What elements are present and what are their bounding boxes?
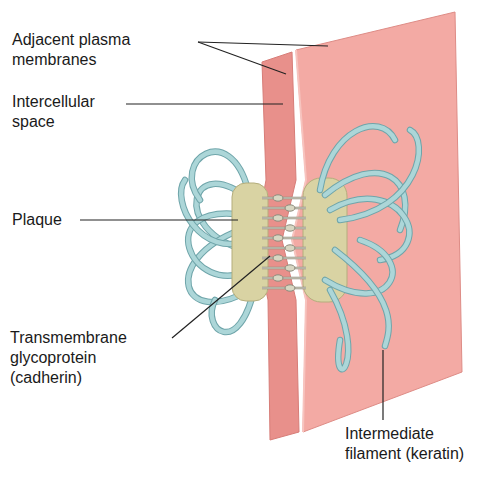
cadherin-knob <box>285 265 295 271</box>
cadherin-knob <box>273 275 283 281</box>
cadherin-knob <box>273 235 283 241</box>
callout-label: Intercellular space <box>12 92 124 132</box>
leader-line <box>382 350 383 420</box>
cadherin <box>262 267 306 268</box>
cadherin-knob <box>273 215 283 221</box>
cadherin <box>262 227 306 228</box>
filament-outline <box>320 126 395 190</box>
filament-outline <box>330 199 409 260</box>
leader-line <box>172 256 270 338</box>
cadherin <box>262 217 306 219</box>
leader-line <box>198 42 286 74</box>
keratin-filament <box>335 250 389 346</box>
cadherin-knob <box>285 285 295 291</box>
keratin-filament <box>340 130 419 220</box>
cadherin <box>262 277 306 279</box>
cadherin-knob <box>285 205 295 211</box>
callout-label: Transmembrane glycoprotein (cadherin) <box>10 328 142 388</box>
cadherin <box>262 197 306 199</box>
filament-outline <box>335 250 389 346</box>
leader-lines <box>80 42 383 420</box>
keratin-filaments <box>320 126 419 369</box>
cadherin-knob <box>285 225 295 231</box>
cadherin <box>262 247 306 248</box>
cadherin <box>262 227 306 229</box>
leader-line <box>126 103 283 104</box>
right-membrane <box>292 12 462 432</box>
cadherin <box>262 237 306 239</box>
cadherin <box>262 217 306 218</box>
cadherin <box>262 277 306 278</box>
cadherin <box>262 237 306 238</box>
cadherin <box>262 247 306 249</box>
cadherin <box>262 207 306 209</box>
callout-label: Adjacent plasma membranes <box>12 30 147 70</box>
cadherin-knob <box>285 245 295 251</box>
plasma-membranes <box>255 12 462 440</box>
cadherin-proteins <box>262 195 306 291</box>
leader-line <box>198 42 328 46</box>
keratin-filament <box>330 199 409 260</box>
filament-outline <box>330 290 348 369</box>
callout-label: Plaque <box>12 210 82 230</box>
cadherin <box>262 197 306 198</box>
cadherin-knob <box>273 255 283 261</box>
callout-label: Intermediate filament (keratin) <box>345 424 493 464</box>
cadherin <box>262 287 306 288</box>
cadherin <box>262 267 306 269</box>
cadherin <box>262 207 306 208</box>
cadherin-knob <box>273 195 283 201</box>
filament-outline <box>340 130 419 220</box>
keratin-filament <box>330 290 348 369</box>
cadherin <box>262 287 306 289</box>
keratin-filament <box>320 126 395 190</box>
leader-line <box>80 219 238 220</box>
